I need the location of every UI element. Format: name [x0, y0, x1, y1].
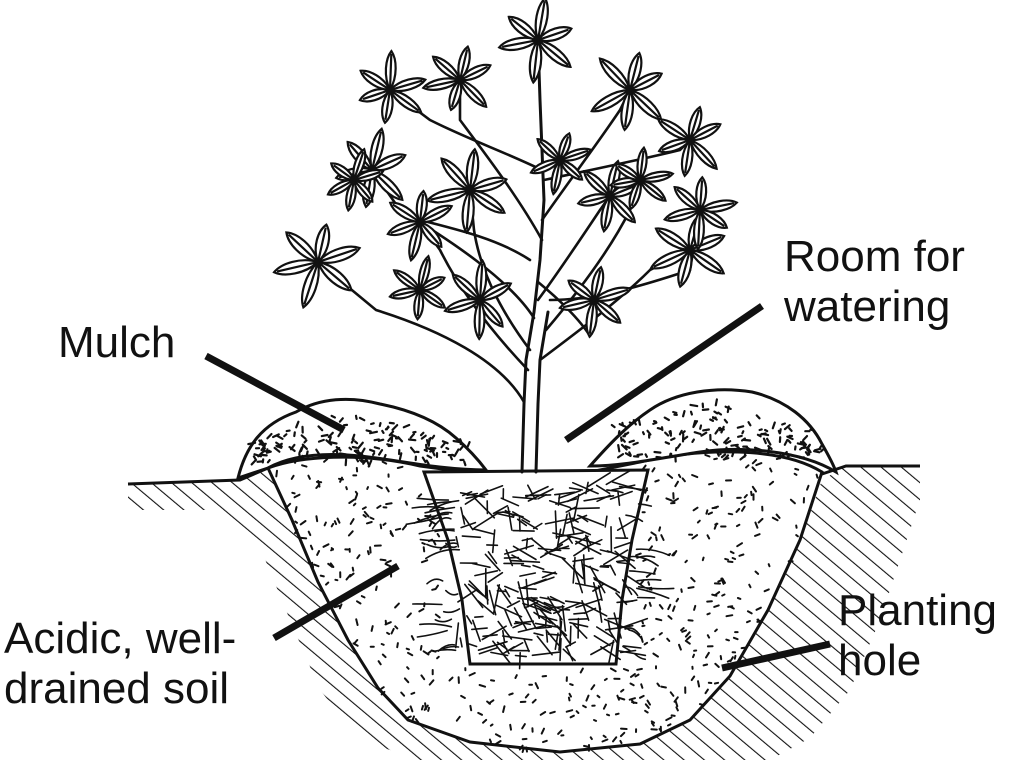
label-hole-line1: Planting: [838, 586, 998, 635]
leader-line-mulch: [204, 352, 346, 434]
shrub: [272, 0, 739, 474]
mulch-mound-right: [586, 388, 839, 476]
label-room-line1: Room for: [784, 232, 965, 281]
label-room-for-watering: Room for watering: [784, 232, 965, 332]
leaf-cluster: [656, 105, 722, 178]
label-soil-line2: drained soil: [4, 664, 230, 713]
leaf-cluster: [497, 0, 573, 85]
leader-line-watering: [564, 303, 764, 443]
label-soil-line1: Acidic, well-: [4, 614, 237, 663]
leaf-cluster: [358, 49, 428, 125]
leaf-cluster: [576, 159, 641, 233]
leaf-cluster: [443, 258, 513, 341]
label-hole-line2: hole: [838, 636, 922, 685]
leaf-cluster: [386, 189, 454, 263]
leader-line-hole: [721, 640, 831, 672]
leaf-cluster: [662, 175, 739, 252]
leader-lines: [204, 303, 831, 672]
shrub-leaves: [272, 0, 739, 341]
leader-line-soil: [272, 562, 400, 642]
label-mulch: Mulch: [58, 318, 176, 367]
shrub-stem: [520, 38, 550, 474]
leaf-cluster: [608, 145, 675, 211]
leaf-cluster: [388, 254, 447, 321]
shrub-branches: [316, 78, 702, 404]
root-ball: [405, 468, 675, 670]
leaf-cluster: [272, 223, 362, 310]
leaf-cluster: [421, 44, 492, 112]
mulch-mound-left: [235, 397, 490, 481]
leaf-cluster: [590, 51, 664, 132]
leaf-cluster: [558, 265, 633, 339]
label-acidic-soil: Acidic, well- drained soil: [4, 614, 236, 714]
leaf-cluster: [529, 131, 593, 196]
leaf-cluster: [326, 147, 385, 213]
label-planting-hole: Planting hole: [838, 586, 997, 686]
label-room-line2: watering: [784, 282, 951, 331]
leaf-cluster: [425, 147, 509, 235]
